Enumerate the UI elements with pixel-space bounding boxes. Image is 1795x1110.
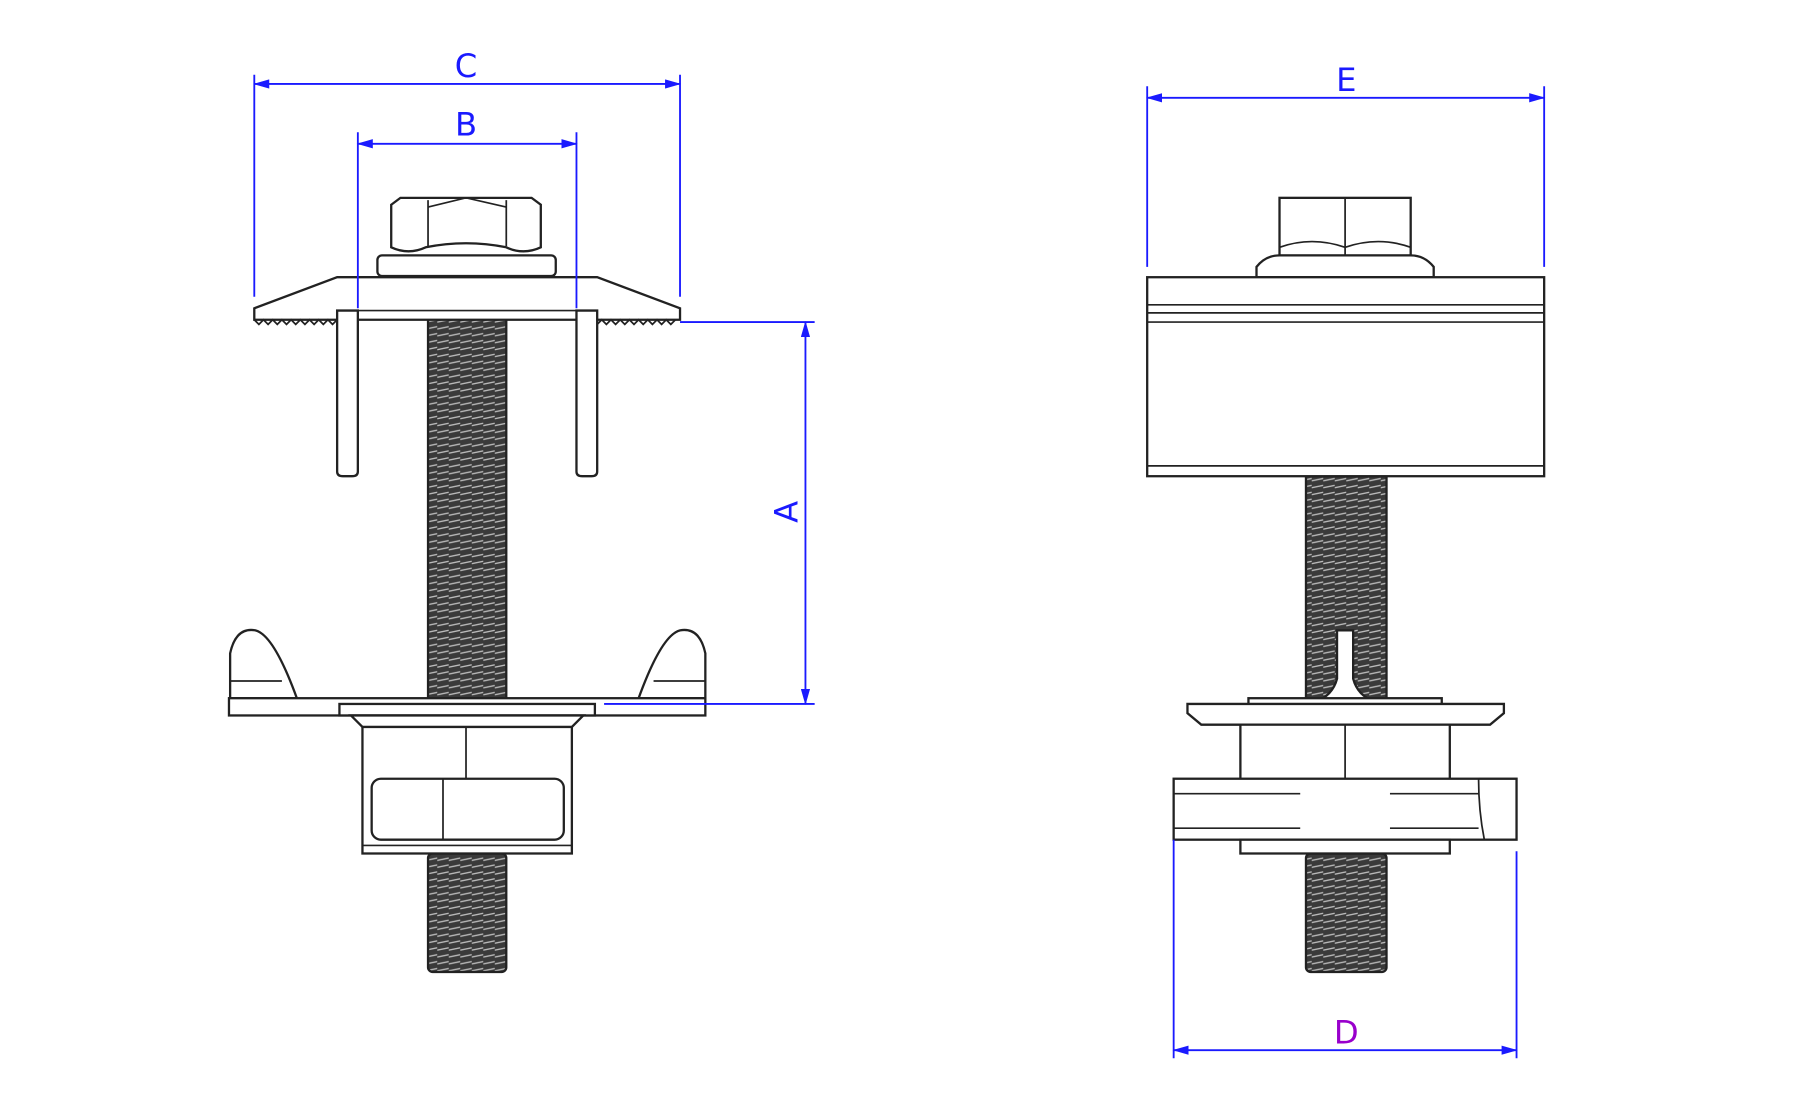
dimension-e: E — [1146, 61, 1546, 267]
clamp-block — [1146, 276, 1546, 478]
hex-nut — [370, 777, 565, 841]
threaded-rod-upper — [426, 309, 508, 706]
threaded-rod-lower — [426, 852, 508, 974]
dimension-d-label: D — [1334, 1013, 1359, 1051]
dimension-b-label: B — [455, 106, 477, 144]
dimension-a: A — [604, 320, 815, 706]
hex-bolt-head — [376, 196, 557, 278]
nut-housing — [348, 714, 587, 855]
hex-bolt-head — [1255, 196, 1435, 279]
threaded-rod-lower — [1304, 852, 1388, 974]
base-assembly — [1172, 697, 1518, 855]
dimension-e-label: E — [1336, 61, 1356, 99]
base-plate — [227, 628, 707, 717]
dimension-c: C — [253, 47, 682, 297]
front-view: C B A — [227, 47, 815, 974]
t-slider — [1172, 777, 1518, 841]
dimension-d: D — [1172, 839, 1518, 1059]
dimension-a-label: A — [767, 501, 805, 523]
dimension-b: B — [356, 106, 578, 309]
clamp-top-plate — [253, 276, 682, 478]
side-view: E D — [1146, 61, 1546, 1059]
dimension-c-label: C — [455, 47, 478, 85]
